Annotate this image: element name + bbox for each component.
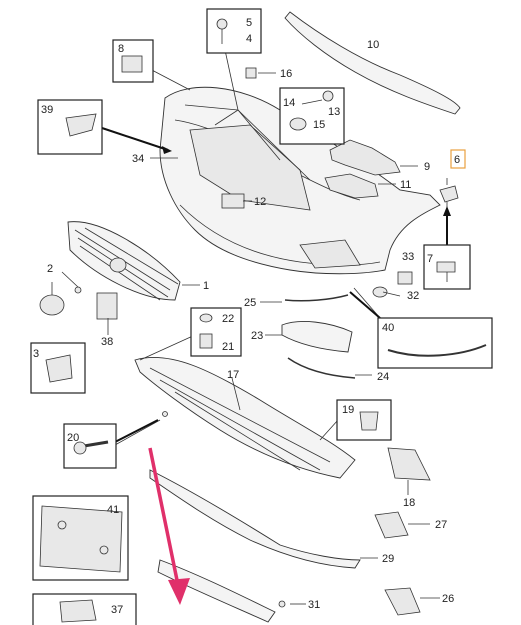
arrow-20	[112, 419, 159, 444]
arrow-head-7	[443, 206, 451, 216]
box-fastener-4-5	[206, 8, 262, 54]
callout-24: 24	[377, 371, 389, 383]
clip-32	[372, 286, 388, 298]
highlight-box-6	[450, 149, 466, 169]
callout-3: 3	[33, 348, 39, 360]
cap-33	[397, 271, 413, 285]
box-content-shapes	[39, 18, 487, 623]
callout-37: 37	[111, 604, 123, 616]
callout-19: 19	[342, 404, 354, 416]
callout-25: 25	[244, 297, 256, 309]
bracket-27	[374, 511, 409, 539]
side-bracket-9	[329, 139, 401, 176]
screw-icon	[162, 411, 168, 417]
bracket-26	[384, 587, 421, 616]
callout-16: 16	[280, 68, 292, 80]
callout-27: 27	[435, 519, 447, 531]
callout-12: 12	[254, 196, 266, 208]
lower-spoiler	[149, 469, 361, 569]
screw-icon	[278, 600, 286, 608]
clip-icon	[74, 286, 82, 294]
clip-6	[439, 185, 459, 203]
box-13-15	[279, 87, 345, 145]
arrow-head-39	[162, 146, 172, 154]
callout-29: 29	[382, 553, 394, 565]
callout-15: 15	[313, 119, 325, 131]
sensor-12	[221, 193, 245, 209]
callout-4: 4	[246, 33, 252, 45]
callout-21: 21	[222, 341, 234, 353]
callout-41: 41	[107, 504, 119, 516]
highlight-arrow	[148, 447, 190, 605]
callout-6: 6	[454, 154, 460, 166]
callout-38: 38	[101, 336, 113, 348]
side-bracket-11	[324, 173, 379, 199]
callout-18: 18	[403, 497, 415, 509]
callout-20: 20	[67, 432, 79, 444]
callout-26: 26	[442, 593, 454, 605]
chrome-strip-24	[287, 357, 356, 379]
grille	[67, 221, 181, 301]
box-40	[377, 317, 493, 369]
callout-23: 23	[251, 330, 263, 342]
callout-7: 7	[427, 253, 433, 265]
callout-34: 34	[132, 153, 144, 165]
box-21-22	[190, 307, 242, 357]
callout-39: 39	[41, 104, 53, 116]
callout-10: 10	[367, 39, 379, 51]
callout-11: 11	[400, 179, 411, 191]
upper-absorber-strip	[284, 11, 461, 115]
callout-22: 22	[222, 313, 234, 325]
callout-labels: 1 2 3 4 5 6 7 8 9 10 11 12 13 14 15 16 1…	[33, 17, 460, 616]
bracket-38	[96, 292, 118, 320]
emblem	[39, 294, 65, 316]
callout-14: 14	[283, 97, 295, 109]
chrome-strip-25	[284, 294, 349, 302]
callout-9: 9	[424, 161, 430, 173]
clip-16	[245, 67, 257, 79]
arrow-39	[101, 127, 169, 151]
callout-17: 17	[227, 369, 239, 381]
bumper-cover	[159, 86, 441, 275]
callout-40: 40	[382, 322, 394, 334]
callout-33: 33	[402, 251, 414, 263]
callout-8: 8	[118, 43, 124, 55]
callout-1: 1	[203, 280, 209, 292]
callout-2: 2	[47, 263, 53, 275]
fog-bezel	[281, 321, 353, 353]
arrow-40	[349, 291, 381, 319]
lower-undertray	[134, 356, 356, 479]
callout-13: 13	[328, 106, 340, 118]
bracket-18	[387, 447, 431, 481]
callout-32: 32	[407, 290, 419, 302]
callout-5: 5	[246, 17, 252, 29]
callout-31: 31	[308, 599, 320, 611]
